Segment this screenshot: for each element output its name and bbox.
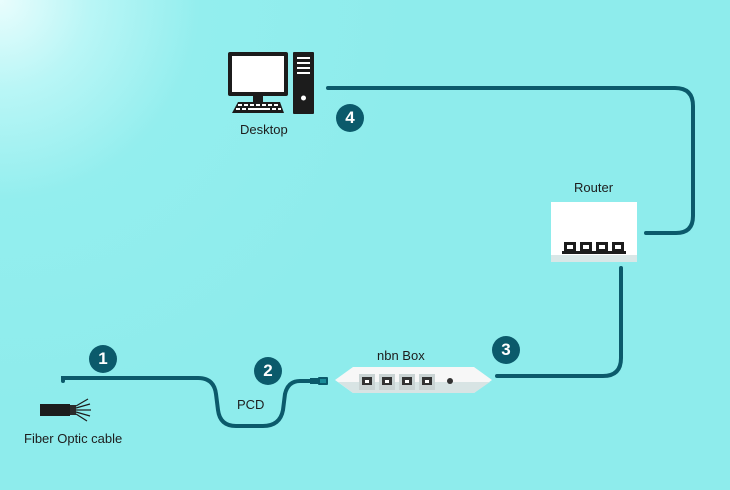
- cable-fiber-pcd: [61, 376, 314, 428]
- nbn-box-label: nbn Box: [377, 348, 425, 363]
- step-badge-4: 4: [336, 104, 364, 132]
- router-icon: [551, 202, 637, 262]
- fiber-optic-label: Fiber Optic cable: [24, 431, 123, 446]
- router-label: Router: [574, 180, 614, 195]
- fiber-optic-cable-icon: [40, 398, 91, 422]
- step-badge-1: 1: [89, 345, 117, 373]
- desktop-label: Desktop: [240, 122, 288, 137]
- nbn-box-icon: [335, 367, 492, 393]
- cable-desktop-router: [326, 86, 695, 235]
- cable-router-nbn: [495, 266, 623, 378]
- step-badge-3: 3: [492, 336, 520, 364]
- step-badge-2: 2: [254, 357, 282, 385]
- pcd-label: PCD: [237, 397, 265, 412]
- pcd-connector-icon: [310, 377, 328, 385]
- desktop-computer-icon: [228, 52, 314, 114]
